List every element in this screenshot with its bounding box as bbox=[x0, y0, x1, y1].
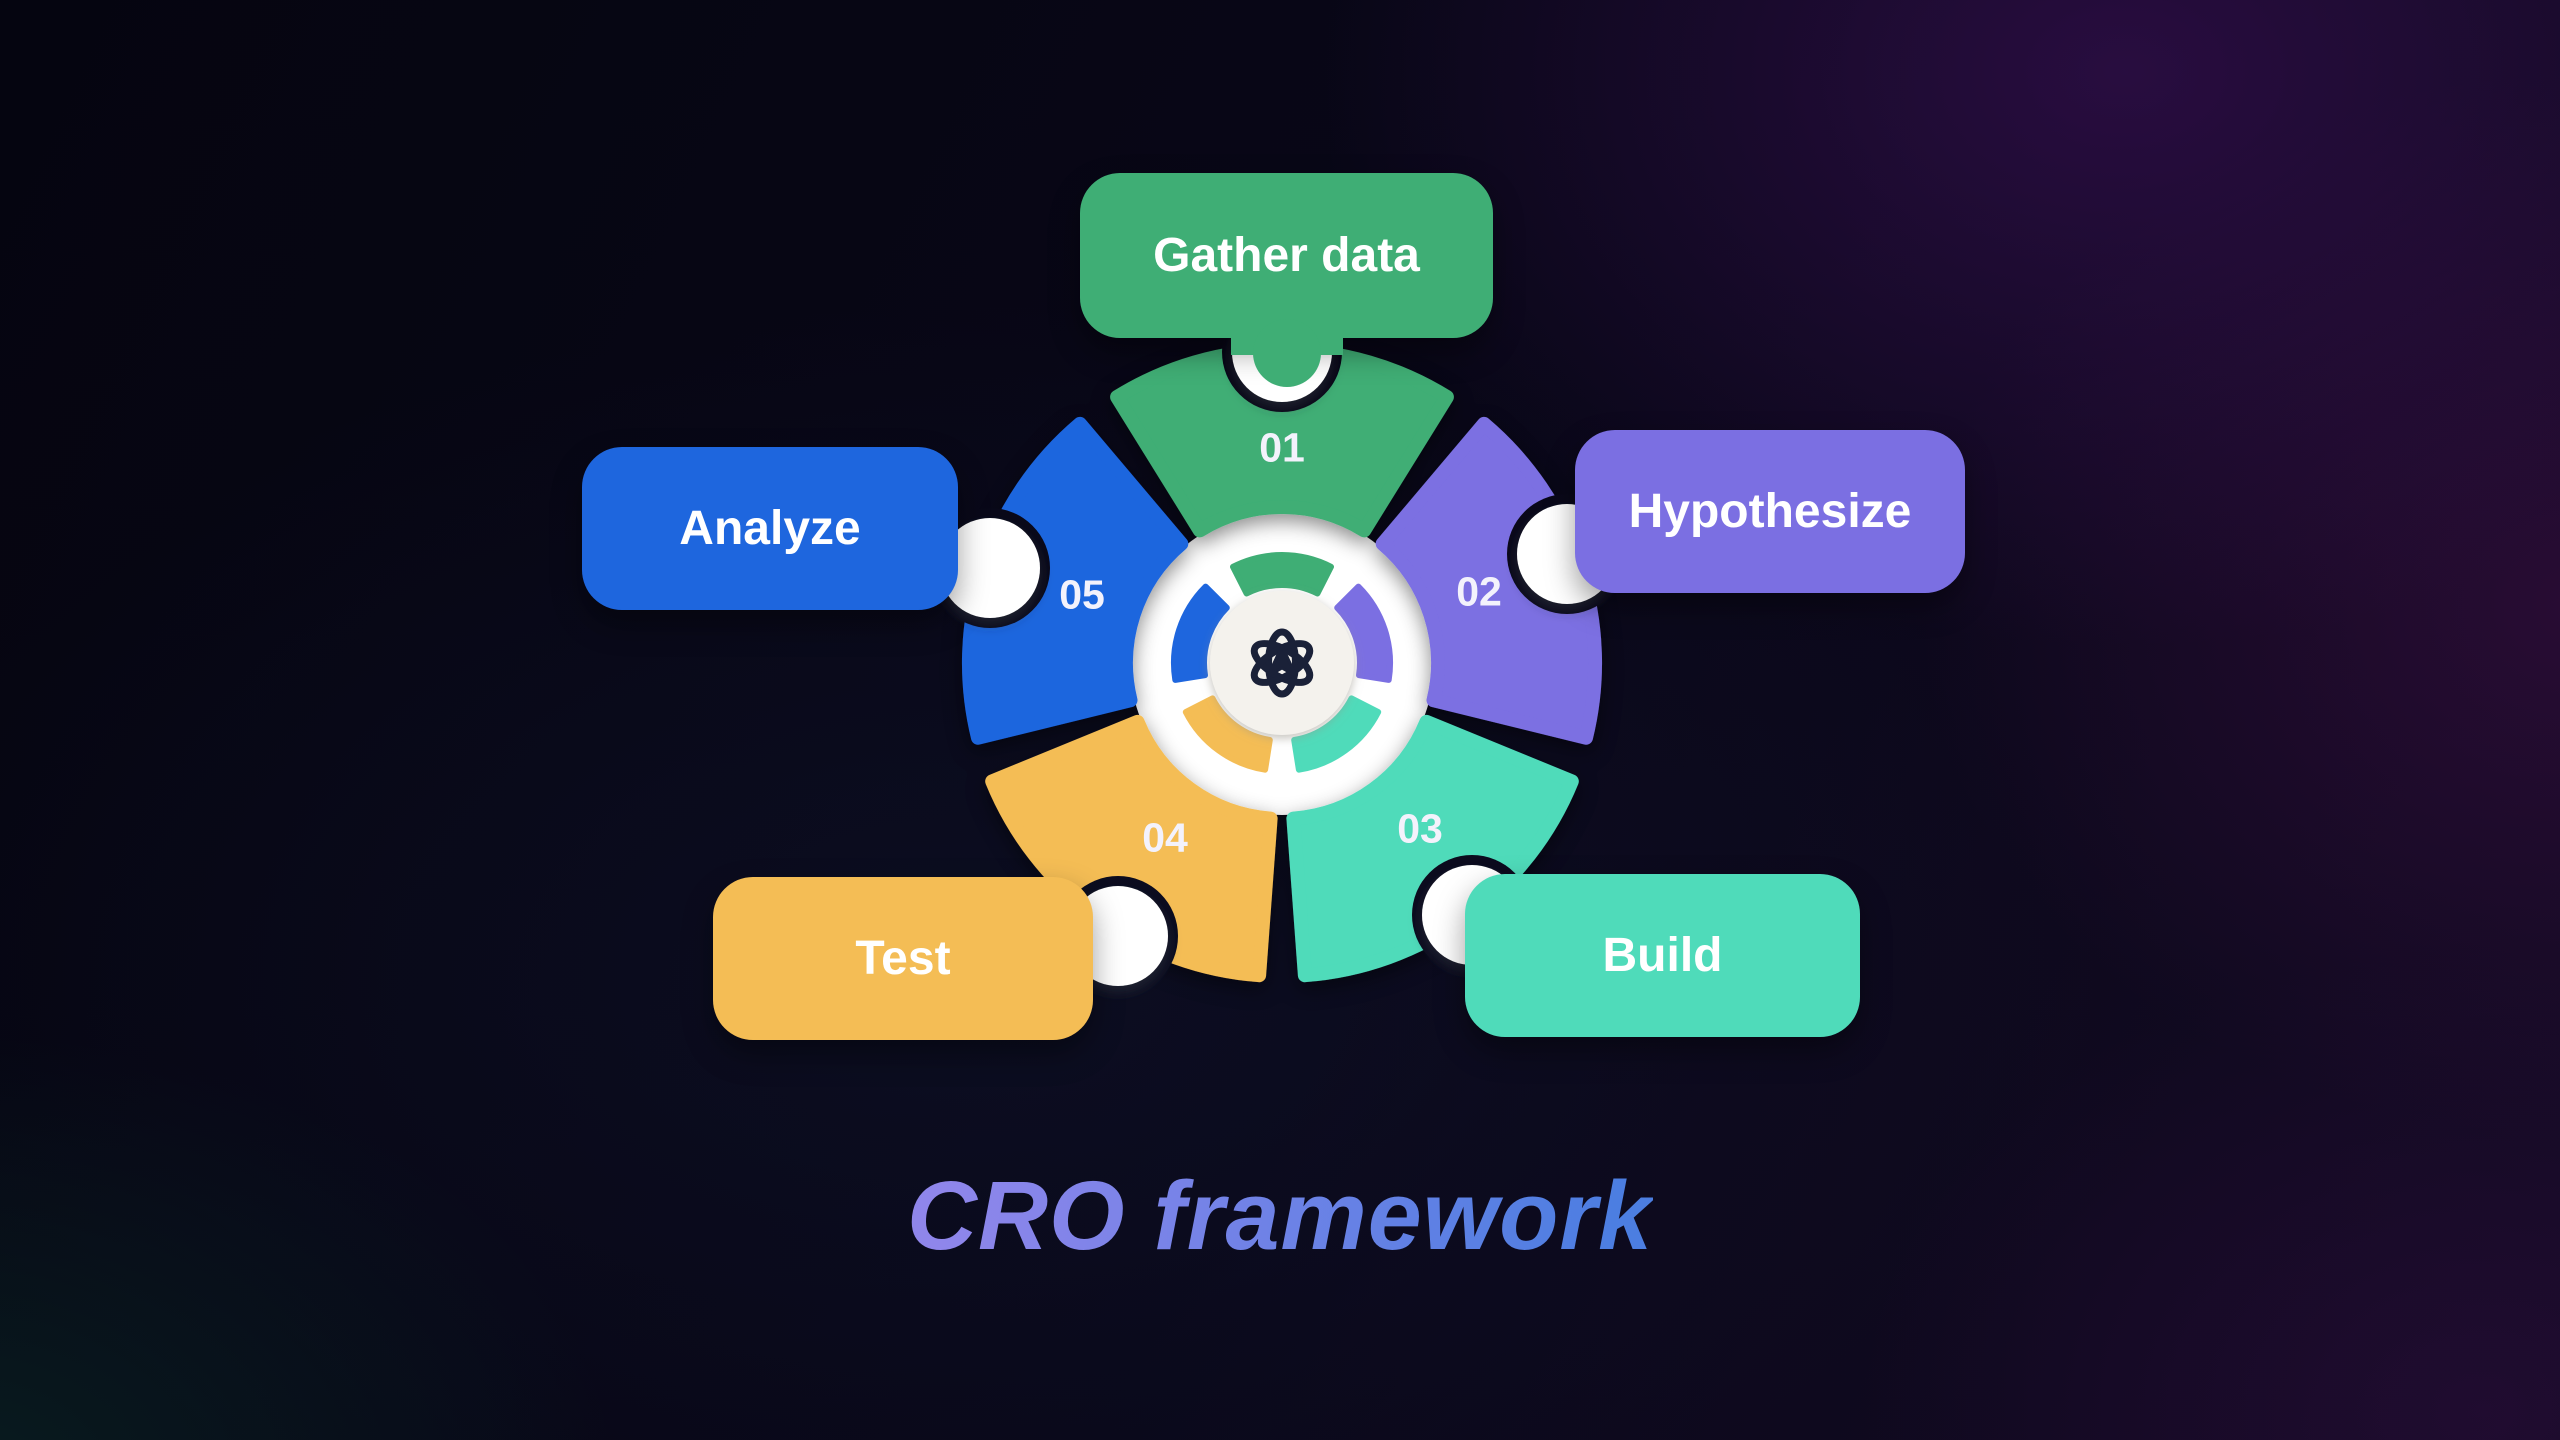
atom-arrow-icon bbox=[1250, 628, 1314, 698]
connector-ball-04 bbox=[1068, 886, 1168, 986]
step-number-01: 01 bbox=[1259, 424, 1305, 470]
step-label: Hypothesize bbox=[1628, 485, 1912, 538]
step-number-02: 02 bbox=[1456, 568, 1502, 614]
step-card-analyze: Analyze bbox=[582, 447, 958, 610]
connector-ball-05 bbox=[940, 518, 1040, 618]
step-number-04: 04 bbox=[1142, 814, 1188, 860]
step-card-build: Build bbox=[1465, 874, 1860, 1037]
step-label: Gather data bbox=[1153, 229, 1420, 282]
card-connector-tab-end bbox=[1252, 319, 1321, 387]
step-label: Analyze bbox=[679, 502, 861, 555]
mini-arc-03 bbox=[1291, 695, 1382, 773]
mini-arc-01 bbox=[1230, 552, 1334, 597]
step-card-hypothesize: Hypothesize bbox=[1575, 430, 1965, 593]
diagram-title: CRO framework bbox=[906, 1161, 1654, 1270]
step-card-test: Test bbox=[713, 877, 1093, 1040]
step-label: Test bbox=[855, 932, 951, 985]
mini-arc-02 bbox=[1334, 583, 1394, 683]
wedge-01 bbox=[1110, 343, 1454, 538]
mini-arc-05 bbox=[1170, 583, 1230, 683]
step-number-03: 03 bbox=[1397, 805, 1443, 851]
step-label: Build bbox=[1602, 929, 1723, 982]
step-card-gather-data: Gather data bbox=[1080, 173, 1493, 387]
wedge-05 bbox=[961, 416, 1189, 745]
mini-arc-04 bbox=[1182, 695, 1273, 773]
wedge-03 bbox=[1286, 714, 1579, 983]
step-number-05: 05 bbox=[1059, 571, 1105, 617]
wedge-02 bbox=[1375, 416, 1603, 745]
